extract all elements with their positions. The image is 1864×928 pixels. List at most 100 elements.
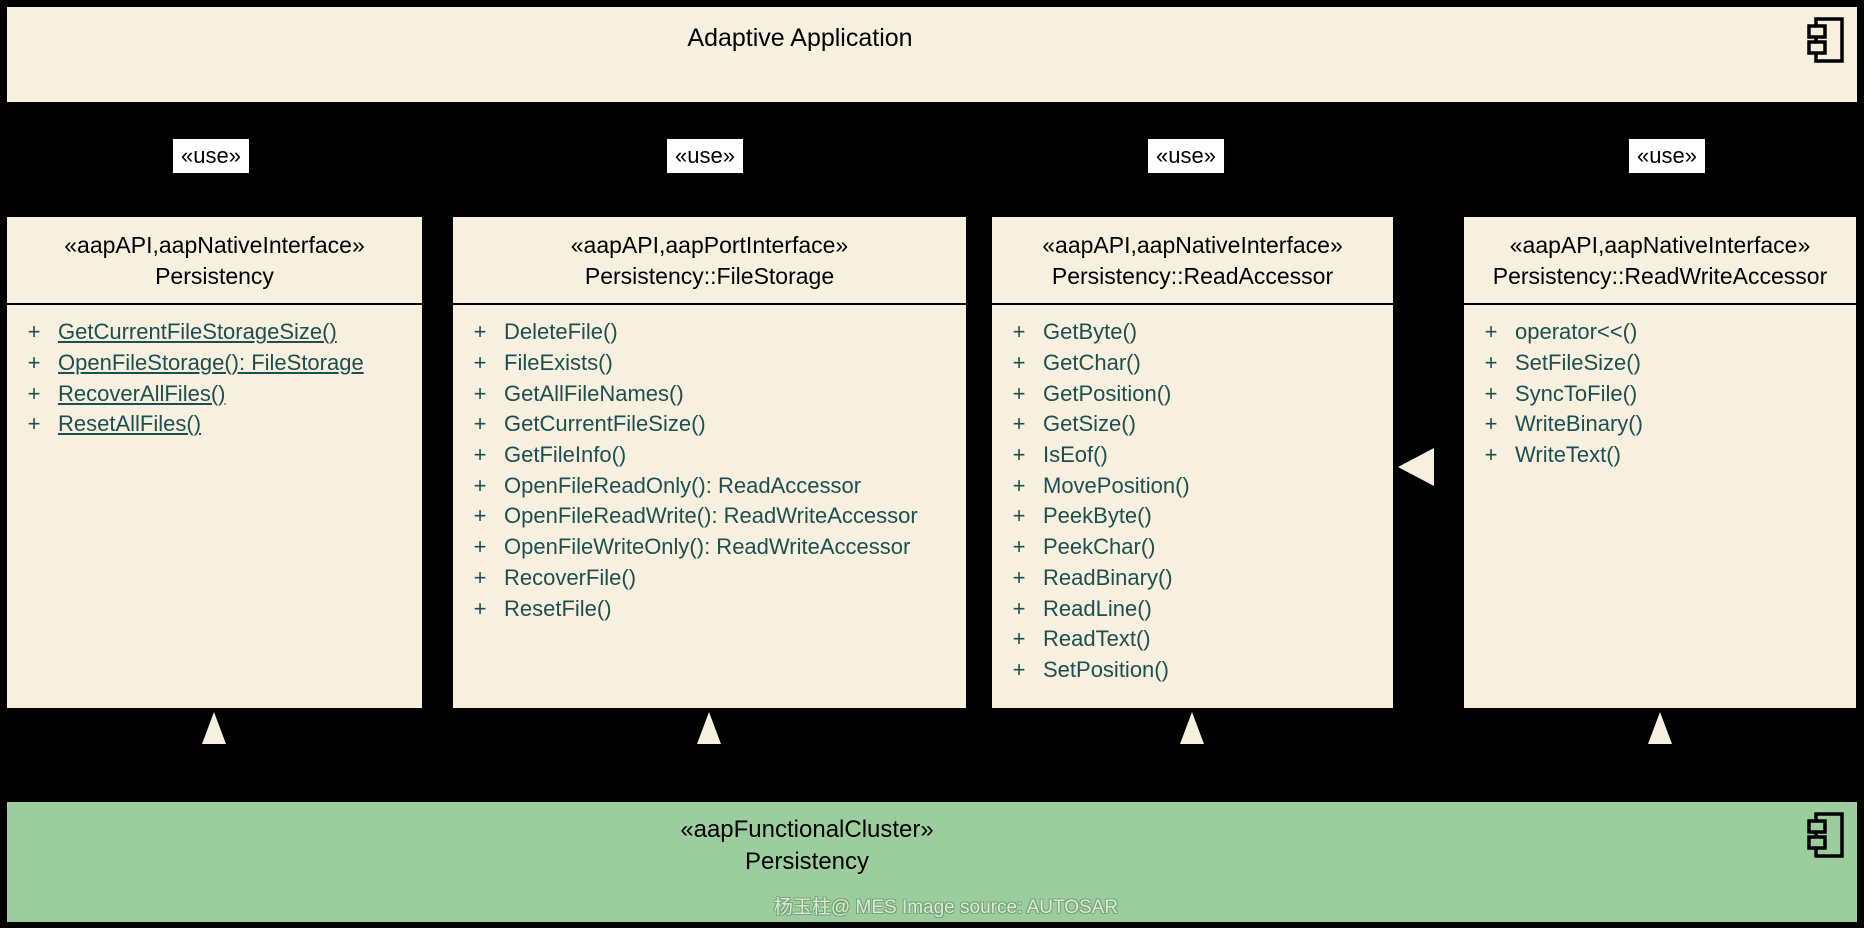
use-stereotype-label: «use» xyxy=(173,139,249,173)
method-signature: DeleteFile() xyxy=(504,319,618,345)
visibility-symbol: + xyxy=(1484,319,1498,345)
visibility-symbol: + xyxy=(27,319,41,345)
method-list: + GetByte() + GetChar() + GetPosition() … xyxy=(992,305,1393,685)
use-stereotype-label: «use» xyxy=(1148,139,1224,173)
method-signature: FileExists() xyxy=(504,350,613,376)
method-signature: GetAllFileNames() xyxy=(504,380,684,406)
method-signature: GetByte() xyxy=(1043,319,1138,345)
method-signature: SetPosition() xyxy=(1043,656,1169,682)
visibility-symbol: + xyxy=(473,442,487,468)
visibility-symbol: + xyxy=(1484,411,1498,437)
method-signature: operator<<() xyxy=(1515,319,1638,345)
method-signature: SetFileSize() xyxy=(1515,350,1641,376)
visibility-symbol: + xyxy=(1012,595,1026,621)
method-row: + operator<<() xyxy=(1464,317,1856,348)
method-list: + DeleteFile() + FileExists() + GetAllFi… xyxy=(453,305,966,624)
method-row: + SyncToFile() xyxy=(1464,378,1856,409)
class-header: «aapAPI,aapPortInterface» Persistency::F… xyxy=(453,217,966,305)
adaptive-application-box: Adaptive Application xyxy=(4,4,1860,105)
method-signature: OpenFileWriteOnly(): ReadWriteAccessor xyxy=(504,534,911,560)
method-signature: GetPosition() xyxy=(1043,380,1172,406)
visibility-symbol: + xyxy=(1484,442,1498,468)
visibility-symbol: + xyxy=(27,380,41,406)
visibility-symbol: + xyxy=(1012,626,1026,652)
realization-arrowhead-icon xyxy=(1648,712,1672,744)
method-row: + GetByte() xyxy=(992,317,1393,348)
method-row: + SetPosition() xyxy=(992,655,1393,686)
method-row: + GetFileInfo() xyxy=(453,440,966,471)
class-header: «aapAPI,aapNativeInterface» Persistency:… xyxy=(1464,217,1856,305)
generalization-arrowhead-icon xyxy=(1398,448,1434,486)
class-name: Persistency::FileStorage xyxy=(584,263,835,289)
method-row: + GetCurrentFileSize() xyxy=(453,409,966,440)
component-icon xyxy=(1807,17,1844,63)
method-signature: GetSize() xyxy=(1043,411,1136,437)
visibility-symbol: + xyxy=(1012,472,1026,498)
visibility-symbol: + xyxy=(1012,564,1026,590)
method-row: + WriteText() xyxy=(1464,440,1856,471)
cluster-name: Persistency xyxy=(744,848,870,875)
method-signature: RecoverAllFiles() xyxy=(58,380,226,406)
visibility-symbol: + xyxy=(1484,380,1498,406)
method-row: + GetPosition() xyxy=(992,378,1393,409)
method-row: + MovePosition() xyxy=(992,470,1393,501)
method-signature: ReadLine() xyxy=(1043,595,1152,621)
class-name: Persistency xyxy=(155,263,274,289)
method-signature: MovePosition() xyxy=(1043,472,1190,498)
functional-cluster-box: «aapFunctionalCluster» Persistency 杨玉柱@ … xyxy=(4,799,1860,925)
class-header: «aapAPI,aapNativeInterface» Persistency:… xyxy=(992,217,1393,305)
method-signature: SyncToFile() xyxy=(1515,380,1638,406)
method-row: + DeleteFile() xyxy=(453,317,966,348)
method-signature: WriteText() xyxy=(1515,442,1621,468)
realization-arrowhead-icon xyxy=(697,712,721,744)
method-signature: ReadText() xyxy=(1043,626,1151,652)
method-row: + ResetAllFiles() xyxy=(7,409,422,440)
method-signature: PeekChar() xyxy=(1043,534,1156,560)
method-row: + GetChar() xyxy=(992,348,1393,379)
method-signature: OpenFileStorage(): FileStorage xyxy=(58,350,364,376)
method-signature: GetCurrentFileStorageSize() xyxy=(58,319,337,345)
method-signature: GetCurrentFileSize() xyxy=(504,411,706,437)
interface-box-filestorage: «aapAPI,aapPortInterface» Persistency::F… xyxy=(451,215,968,710)
realization-arrowhead-icon xyxy=(1180,712,1204,744)
class-name: Persistency::ReadAccessor xyxy=(1051,263,1334,289)
visibility-symbol: + xyxy=(473,472,487,498)
visibility-symbol: + xyxy=(473,534,487,560)
method-row: + PeekChar() xyxy=(992,532,1393,563)
visibility-symbol: + xyxy=(473,411,487,437)
method-row: + PeekByte() xyxy=(992,501,1393,532)
class-stereotype: «aapAPI,aapNativeInterface» xyxy=(1509,232,1811,258)
method-signature: RecoverFile() xyxy=(504,564,637,590)
method-signature: GetFileInfo() xyxy=(504,442,627,468)
class-stereotype: «aapAPI,aapNativeInterface» xyxy=(1042,232,1343,258)
visibility-symbol: + xyxy=(473,380,487,406)
method-row: + GetSize() xyxy=(992,409,1393,440)
visibility-symbol: + xyxy=(1012,350,1026,376)
visibility-symbol: + xyxy=(1012,380,1026,406)
visibility-symbol: + xyxy=(473,319,487,345)
method-row: + WriteBinary() xyxy=(1464,409,1856,440)
method-row: + SetFileSize() xyxy=(1464,348,1856,379)
interface-box-persistency: «aapAPI,aapNativeInterface» Persistency … xyxy=(5,215,424,710)
visibility-symbol: + xyxy=(1012,442,1026,468)
method-row: + ResetFile() xyxy=(453,593,966,624)
method-row: + GetAllFileNames() xyxy=(453,378,966,409)
method-signature: OpenFileReadWrite(): ReadWriteAccessor xyxy=(504,503,918,529)
method-row: + IsEof() xyxy=(992,440,1393,471)
visibility-symbol: + xyxy=(1012,411,1026,437)
method-row: + RecoverFile() xyxy=(453,563,966,594)
method-signature: ResetFile() xyxy=(504,595,612,621)
method-signature: ReadBinary() xyxy=(1043,564,1173,590)
method-signature: OpenFileReadOnly(): ReadAccessor xyxy=(504,472,862,498)
method-row: + FileExists() xyxy=(453,348,966,379)
method-row: + OpenFileWriteOnly(): ReadWriteAccessor xyxy=(453,532,966,563)
method-list: + GetCurrentFileStorageSize() + OpenFile… xyxy=(7,305,422,440)
method-row: + OpenFileStorage(): FileStorage xyxy=(7,348,422,379)
interface-box-readwriteaccessor: «aapAPI,aapNativeInterface» Persistency:… xyxy=(1462,215,1858,710)
visibility-symbol: + xyxy=(473,564,487,590)
class-header: «aapAPI,aapNativeInterface» Persistency xyxy=(7,217,422,305)
method-row: + ReadLine() xyxy=(992,593,1393,624)
visibility-symbol: + xyxy=(1012,534,1026,560)
realization-arrowhead-icon xyxy=(202,712,226,744)
